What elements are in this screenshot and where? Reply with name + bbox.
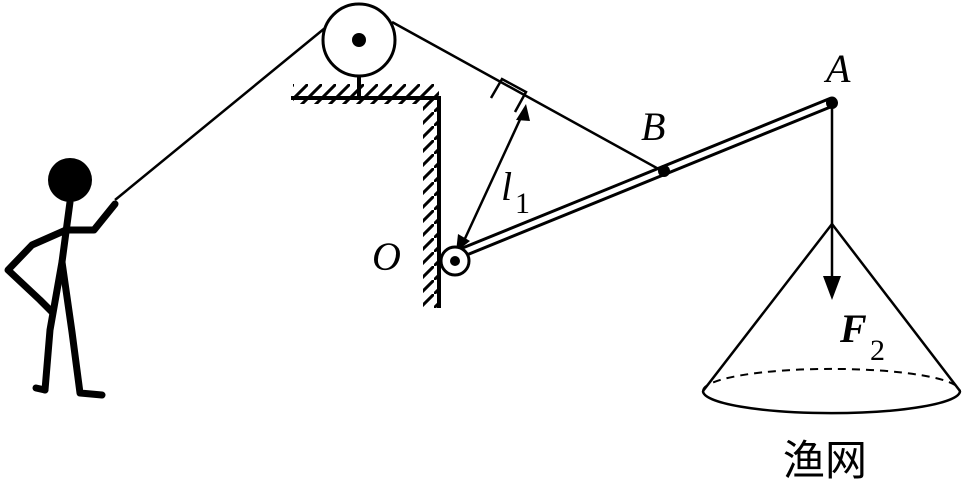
rope-left-segment [114,27,326,201]
label-a: A [823,46,851,91]
person-right-arm [64,200,119,234]
rope-right-segment [391,20,665,174]
label-f-subscript: 2 [870,334,885,367]
force-f2-arrow [823,224,841,300]
pulley [321,2,397,78]
ceiling-support [291,84,441,104]
label-f: F [839,306,867,351]
person-right-leg [58,258,106,399]
fishing-net [701,223,962,415]
right-angle-marker [489,77,528,113]
label-o: O [372,234,401,279]
label-b: B [641,104,665,149]
point-b-dot [658,165,670,177]
label-l: l [501,164,512,209]
person-left-arm [4,226,70,316]
person-left-foot [32,384,49,394]
lever-rod [450,96,838,261]
net-caption: 渔网 [783,436,867,485]
label-l-subscript: 1 [515,187,530,220]
pivot-o [439,245,471,277]
person-head [48,158,92,202]
stick-figure-person [4,158,119,399]
wall [423,98,441,308]
